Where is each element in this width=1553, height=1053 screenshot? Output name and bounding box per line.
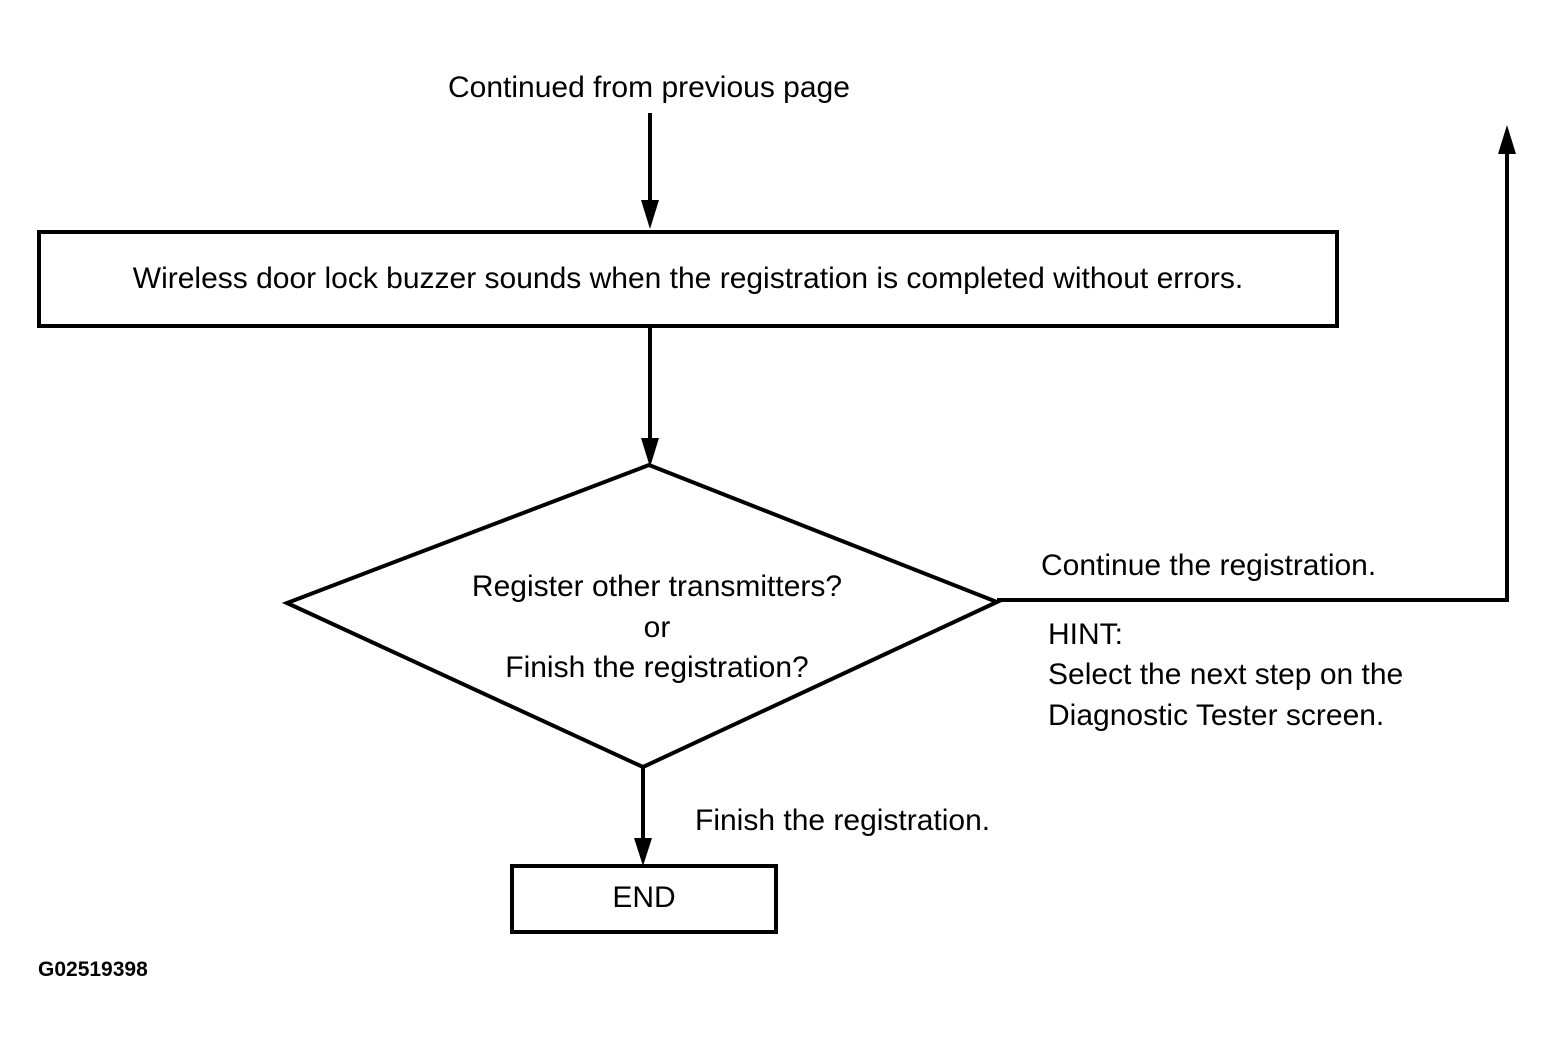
end-box-label: END <box>612 881 676 914</box>
start-note: Continued from previous page <box>448 71 850 104</box>
decision-label-line1: Register other transmitters? <box>471 570 843 603</box>
process-box <box>37 230 1339 328</box>
branch-continue-label: Continue the registration. <box>1041 549 1377 582</box>
decision-label-line3: Finish the registration? <box>505 651 809 684</box>
branch-finish-label: Finish the registration. <box>695 804 991 837</box>
arrow-process-to-decision <box>641 326 659 467</box>
arrow-finish-branch <box>634 767 652 866</box>
hint-title: HINT: <box>1048 618 1123 651</box>
figure-id: G02519398 <box>38 958 148 981</box>
arrow-continue-branch <box>997 125 1516 602</box>
hint-line1: Select the next step on the <box>1048 658 1404 691</box>
hint-line2: Diagnostic Tester screen. <box>1048 699 1385 732</box>
process-box-label: Wireless door lock buzzer sounds when th… <box>132 262 1244 295</box>
arrow-start-to-process <box>641 113 659 229</box>
end-box <box>510 864 778 934</box>
decision-label-line2: or <box>643 611 671 644</box>
